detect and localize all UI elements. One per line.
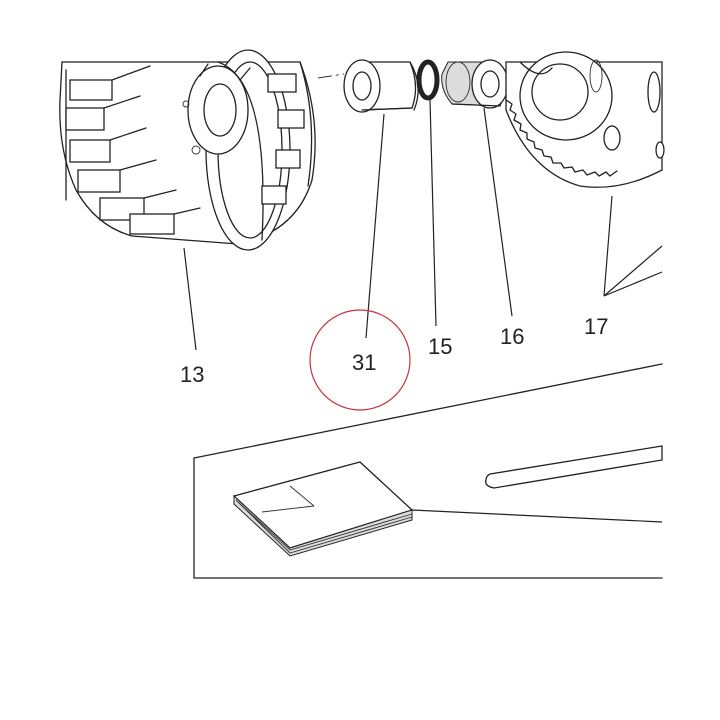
leader-16 — [483, 107, 513, 317]
leader-15 — [429, 99, 437, 327]
leader-17b — [603, 245, 663, 297]
inset-panel — [193, 363, 663, 579]
callout-17: 17 — [584, 314, 608, 339]
leader-31 — [365, 113, 385, 339]
callout-13: 13 — [180, 362, 204, 387]
part-15-o-ring — [416, 59, 440, 101]
part-16-bearing — [441, 59, 509, 109]
callout-31: 31 — [352, 350, 376, 375]
part-31-spacer — [343, 59, 419, 113]
callout-16: 16 — [500, 324, 524, 349]
highlight-circle — [309, 309, 411, 411]
part-17-gear — [505, 51, 665, 188]
leader-17a — [603, 195, 613, 297]
callout-15: 15 — [428, 334, 452, 359]
leader-17c — [603, 271, 663, 297]
leader-13 — [183, 247, 197, 351]
part-13-clutch-basket — [59, 49, 316, 251]
